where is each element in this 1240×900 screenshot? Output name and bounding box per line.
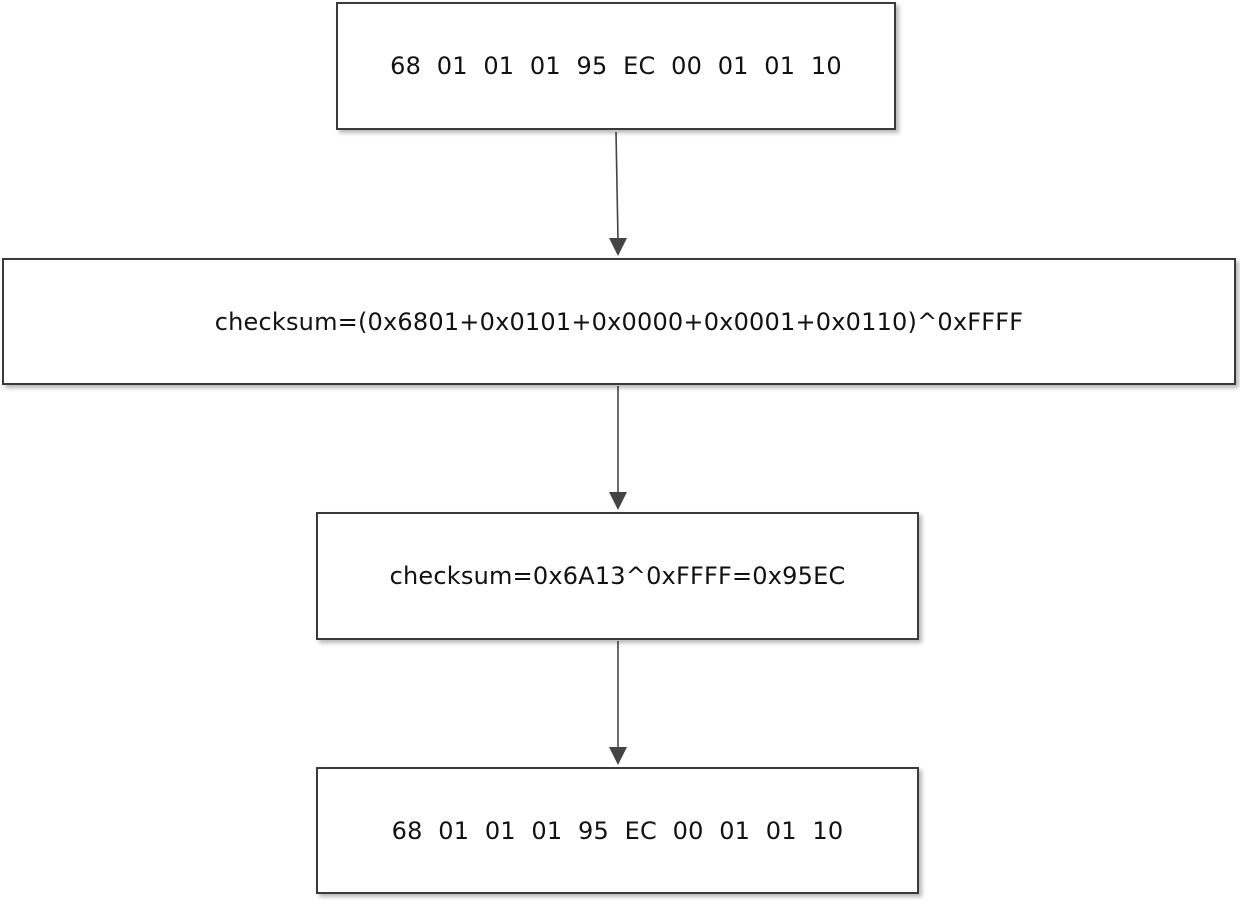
checksum-formula-text: checksum=(0x6801+0x0101+0x0000+0x0001+0x… — [214, 307, 1024, 336]
arrow-result-to-output — [609, 641, 627, 765]
input-frame-text: 68 01 01 01 95 EC 00 01 01 10 — [390, 52, 842, 80]
output-frame-box: 68 01 01 01 95 EC 00 01 01 10 — [316, 767, 919, 894]
arrow-formula-to-result — [609, 386, 627, 510]
arrow-input-to-formula — [609, 131, 627, 256]
checksum-result-box: checksum=0x6A13^0xFFFF=0x95EC — [316, 512, 919, 640]
output-frame-text: 68 01 01 01 95 EC 00 01 01 10 — [391, 816, 844, 845]
checksum-result-text: checksum=0x6A13^0xFFFF=0x95EC — [389, 562, 846, 590]
checksum-formula-box: checksum=(0x6801+0x0101+0x0000+0x0001+0x… — [2, 258, 1236, 385]
input-frame-box: 68 01 01 01 95 EC 00 01 01 10 — [336, 2, 896, 130]
